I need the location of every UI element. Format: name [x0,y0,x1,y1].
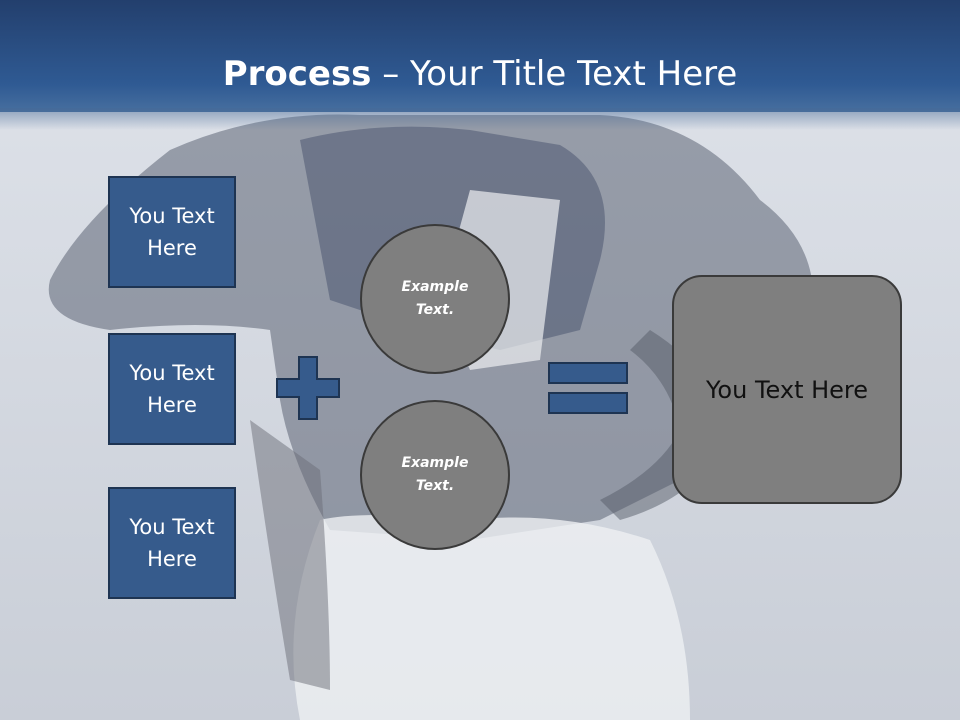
circle-label: Example Text. [401,455,469,494]
plus-icon [276,356,340,420]
input-box-3: You Text Here [108,487,236,599]
input-box-label: You Text Here [129,361,215,417]
input-box-2: You Text Here [108,333,236,445]
title-bar-fade [0,108,960,130]
input-box-1: You Text Here [108,176,236,288]
example-circle-2: Example Text. [360,400,510,550]
input-box-label: You Text Here [129,204,215,260]
result-box: You Text Here [672,275,902,504]
title-bar [0,0,960,112]
title-bold: Process [222,54,372,94]
input-box-label: You Text Here [129,515,215,571]
title-text: – Your Title Text Here [371,54,738,94]
result-label: You Text Here [705,375,869,404]
equals-icon [548,362,628,414]
slide-title: Process – Your Title Text Here [0,52,960,96]
circle-label: Example Text. [401,279,469,318]
example-circle-1: Example Text. [360,224,510,374]
